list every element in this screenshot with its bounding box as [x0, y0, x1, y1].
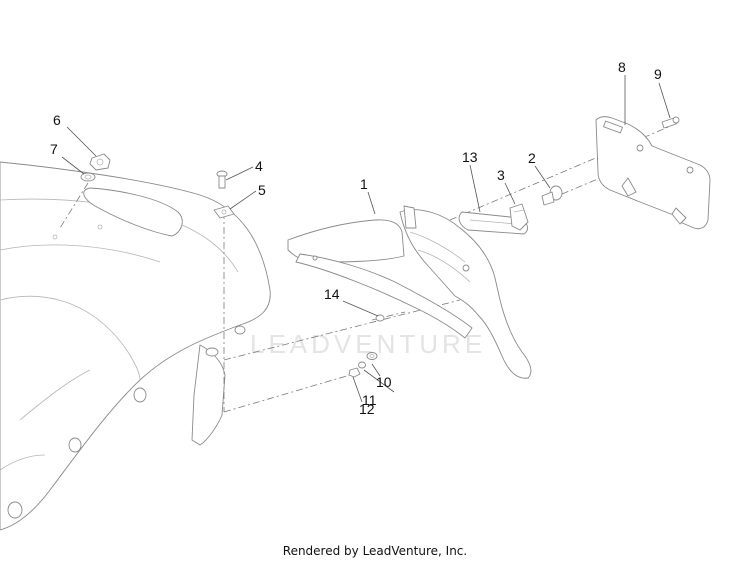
part-11-washer — [358, 361, 366, 369]
callout-14: 14 — [324, 286, 340, 302]
watermark: LEADVENTURE — [250, 329, 486, 359]
callouts: 1 2 3 4 5 6 7 8 9 10 11 12 13 14 — [50, 59, 662, 417]
part-2-screw — [541, 185, 563, 206]
part-5-clip-nut — [213, 205, 235, 219]
callout-4: 4 — [255, 158, 263, 174]
footer-credit: Rendered by LeadVenture, Inc. — [282, 544, 468, 558]
rear-body-panel — [0, 161, 271, 531]
part-8-plate-bracket — [595, 116, 711, 230]
part-10-washer — [366, 352, 378, 360]
part-1-plate-holder — [287, 205, 532, 379]
callout-5: 5 — [258, 182, 266, 198]
callout-2: 2 — [528, 150, 536, 166]
callout-1: 1 — [360, 176, 368, 192]
part-7-washer — [80, 172, 96, 182]
callout-8: 8 — [618, 59, 626, 75]
callout-10: 10 — [376, 374, 392, 390]
part-14-clip — [375, 314, 385, 322]
callout-6: 6 — [53, 112, 61, 128]
callout-12: 12 — [359, 401, 375, 417]
part-3-clip-nut — [509, 203, 529, 231]
callout-11: 11 — [362, 392, 377, 408]
leader-lines — [61, 75, 671, 403]
callout-7: 7 — [50, 141, 58, 157]
callout-3: 3 — [497, 167, 505, 183]
part-9-screw — [661, 116, 680, 129]
part-6-push-rivet — [89, 153, 111, 171]
part-4-screw — [216, 170, 228, 189]
callout-13: 13 — [462, 149, 478, 165]
callout-9: 9 — [654, 66, 662, 82]
part-12-nut — [348, 367, 361, 378]
